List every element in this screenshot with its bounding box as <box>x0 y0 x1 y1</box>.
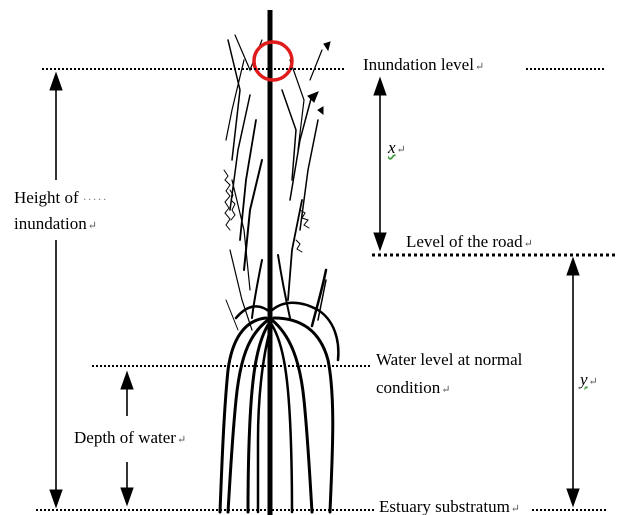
mangrove-tree-illustration <box>220 10 338 515</box>
water-level-text-2: condition <box>376 378 440 397</box>
height-of-inundation-label-line2: inundation↵ <box>14 214 97 236</box>
paragraph-mark: ↵ <box>441 384 450 396</box>
water-level-text-1: Water level at normal <box>376 350 522 369</box>
x-variable-label: x↵ <box>388 138 406 160</box>
inundation-level-label: Inundation level↵ <box>363 55 484 77</box>
estuary-substratum-label: Estuary substratum↵ <box>379 497 520 515</box>
paragraph-mark: ↵ <box>511 503 520 515</box>
paragraph-mark: ↵ <box>524 238 533 250</box>
water-level-label-line1: Water level at normal <box>376 350 522 370</box>
y-variable-text: y <box>580 370 588 389</box>
y-arrowhead-down <box>567 489 579 506</box>
y-variable-label: y↵ <box>580 370 598 392</box>
paragraph-mark: ↵ <box>589 376 598 388</box>
y-arrowhead-up <box>567 258 579 275</box>
x-arrowhead-up <box>374 78 386 95</box>
height-of-inundation-text-1: Height of <box>14 188 79 207</box>
estuary-substratum-text: Estuary substratum <box>379 497 510 515</box>
water-level-label-line2: condition↵ <box>376 378 450 400</box>
x-arrowhead-down <box>374 233 386 250</box>
depth-of-water-label: Depth of water↵ <box>74 428 186 450</box>
height-of-inundation-text-2: inundation <box>14 214 87 233</box>
depth-of-water-text: Depth of water <box>74 428 176 447</box>
height-of-inundation-arrowhead-up <box>50 73 62 90</box>
height-of-inundation-arrowhead-down <box>50 490 62 507</box>
paragraph-mark: ↵ <box>475 61 484 73</box>
level-of-road-label: Level of the road↵ <box>406 232 533 254</box>
x-variable-text: x <box>388 138 396 157</box>
height-of-inundation-label-line1: Height of ····· <box>14 188 108 209</box>
depth-of-water-arrowhead-up <box>121 372 133 389</box>
inundation-level-text: Inundation level <box>363 55 474 74</box>
depth-of-water-arrowhead-down <box>121 488 133 505</box>
level-of-road-text: Level of the road <box>406 232 523 251</box>
paragraph-mark: ↵ <box>177 434 186 446</box>
paragraph-mark: ↵ <box>397 144 406 156</box>
paragraph-mark: ↵ <box>88 220 97 232</box>
